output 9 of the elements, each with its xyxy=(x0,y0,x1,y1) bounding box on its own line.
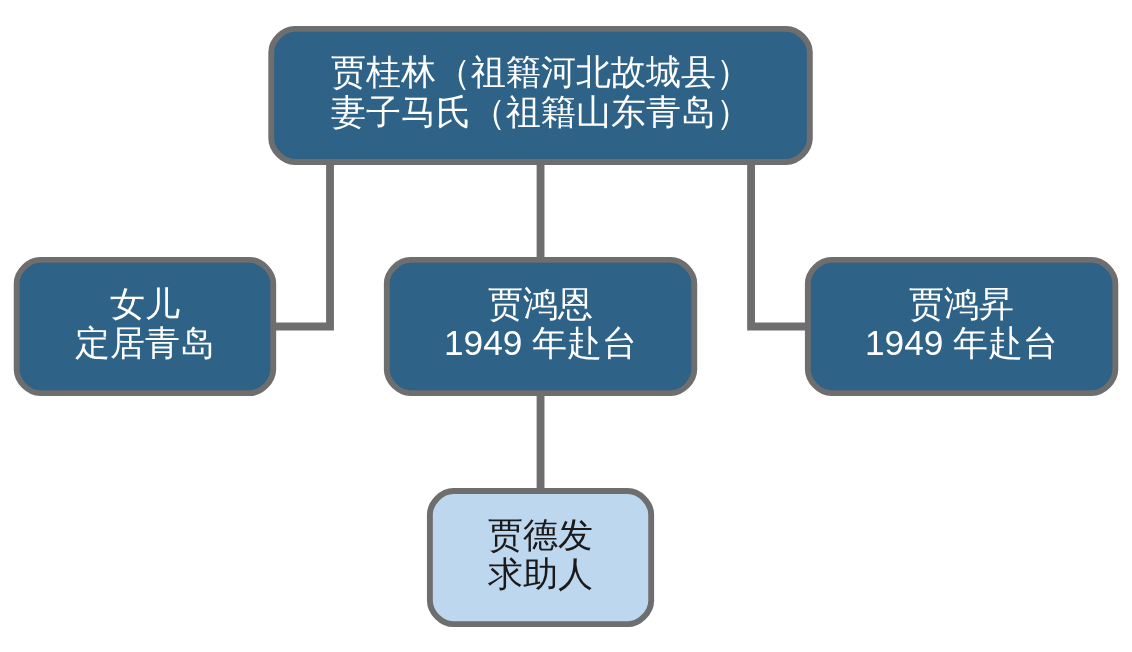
connector xyxy=(536,161,545,260)
connector xyxy=(747,161,808,330)
node-box: 贾鸿昇 1949 年赴台 xyxy=(804,256,1119,396)
node-box: 贾鸿恩 1949 年赴台 xyxy=(383,256,698,396)
node-box: 女儿 定居青岛 xyxy=(13,256,277,396)
node-box: 贾德发 求助人 xyxy=(426,487,655,627)
connector xyxy=(536,392,545,491)
connector xyxy=(273,161,334,330)
node-box: 贾桂林（祖籍河北故城县） 妻子马氏（祖籍山东青岛） xyxy=(268,25,813,165)
